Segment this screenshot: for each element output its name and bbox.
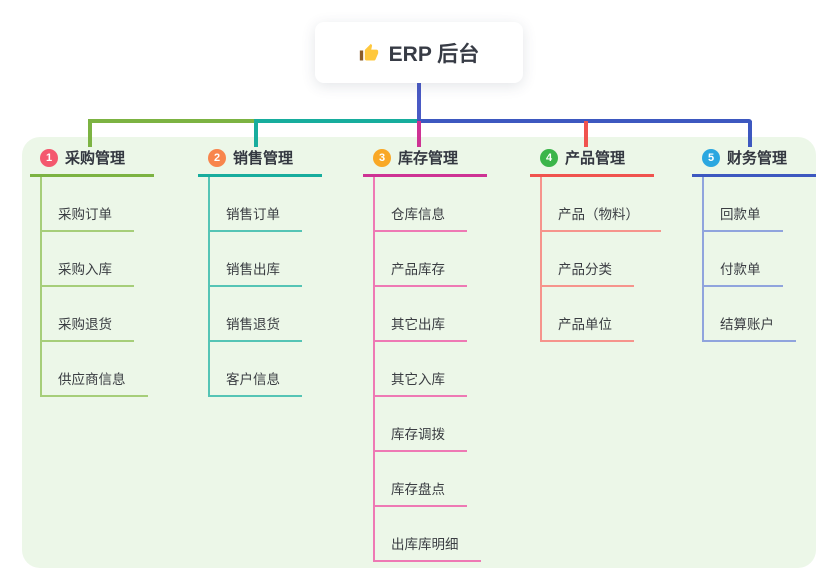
badge-2: 2 — [208, 148, 226, 167]
branch-product-label: 产品管理 — [565, 150, 626, 167]
branch-inventory-label: 库存管理 — [398, 150, 459, 167]
child-supplier-info[interactable]: 供应商信息 — [40, 368, 148, 397]
child-sales-outbound[interactable]: 销售出库 — [208, 258, 302, 287]
child-node: 其它入库 — [373, 342, 487, 397]
child-other-inbound[interactable]: 其它入库 — [373, 368, 467, 397]
child-node: 其它出库 — [373, 287, 487, 342]
child-warehouse-info[interactable]: 仓库信息 — [373, 203, 467, 232]
thumbs-up-icon — [359, 43, 379, 63]
branch-sales: 2 销售管理 销售订单 销售出库 销售退货 客户信息 — [198, 147, 322, 397]
branch-sales-label: 销售管理 — [233, 150, 294, 167]
child-settlement-account[interactable]: 结算账户 — [702, 313, 796, 342]
child-customer-info[interactable]: 客户信息 — [208, 368, 302, 397]
connector-drop-sales — [254, 121, 258, 147]
child-node: 销售出库 — [208, 232, 322, 287]
branch-product-header[interactable]: 4 产品管理 — [530, 147, 654, 177]
child-purchase-order[interactable]: 采购订单 — [40, 203, 134, 232]
branch-sales-vline — [208, 177, 210, 395]
child-node: 产品库存 — [373, 232, 487, 287]
child-product-material[interactable]: 产品（物料） — [540, 203, 661, 232]
branch-finance-vline — [702, 177, 704, 340]
child-sales-order[interactable]: 销售订单 — [208, 203, 302, 232]
branch-finance: 5 财务管理 回款单 付款单 结算账户 — [692, 147, 816, 342]
branch-purchase-header[interactable]: 1 采购管理 — [30, 147, 154, 177]
branch-product: 4 产品管理 产品（物料） 产品分类 产品单位 — [530, 147, 661, 342]
branch-product-vline — [540, 177, 542, 340]
child-node: 付款单 — [702, 232, 816, 287]
child-node: 供应商信息 — [40, 342, 154, 397]
child-outbound-detail[interactable]: 出库库明细 — [373, 533, 481, 562]
branch-purchase: 1 采购管理 采购订单 采购入库 采购退货 供应商信息 — [30, 147, 154, 397]
child-purchase-inbound[interactable]: 采购入库 — [40, 258, 134, 287]
child-receipt-bill[interactable]: 回款单 — [702, 203, 783, 232]
child-stock-count[interactable]: 库存盘点 — [373, 478, 467, 507]
root-label: ERP 后台 — [388, 42, 480, 66]
child-product-stock[interactable]: 产品库存 — [373, 258, 467, 287]
connector-drop-inventory — [417, 121, 421, 147]
root-node[interactable]: ERP 后台 — [315, 22, 523, 83]
branches-panel — [22, 137, 816, 568]
branch-inventory-vline — [373, 177, 375, 560]
badge-4: 4 — [540, 148, 558, 167]
child-purchase-return[interactable]: 采购退货 — [40, 313, 134, 342]
child-node: 采购退货 — [40, 287, 154, 342]
branch-finance-header[interactable]: 5 财务管理 — [692, 147, 816, 177]
child-node: 产品单位 — [540, 287, 654, 342]
branch-inventory-header[interactable]: 3 库存管理 — [363, 147, 487, 177]
child-node: 客户信息 — [208, 342, 322, 397]
branch-purchase-vline — [40, 177, 42, 395]
badge-1: 1 — [40, 148, 58, 167]
connector-drop-product — [584, 121, 588, 147]
badge-3: 3 — [373, 148, 391, 167]
child-payment-bill[interactable]: 付款单 — [702, 258, 783, 287]
connector-root-drop — [417, 83, 421, 120]
child-node: 库存盘点 — [373, 452, 487, 507]
child-node: 结算账户 — [702, 287, 816, 342]
child-other-outbound[interactable]: 其它出库 — [373, 313, 467, 342]
child-product-category[interactable]: 产品分类 — [540, 258, 634, 287]
branch-finance-label: 财务管理 — [727, 150, 788, 167]
child-node: 产品分类 — [540, 232, 654, 287]
connector-horizontal-mid — [254, 119, 419, 123]
connector-horizontal-left — [88, 119, 256, 123]
child-node: 采购入库 — [40, 232, 154, 287]
child-product-unit[interactable]: 产品单位 — [540, 313, 634, 342]
child-stock-transfer[interactable]: 库存调拨 — [373, 423, 467, 452]
child-node: 销售退货 — [208, 287, 322, 342]
child-node: 库存调拨 — [373, 397, 487, 452]
child-node: 仓库信息 — [373, 177, 487, 232]
child-node: 销售订单 — [208, 177, 322, 232]
connector-drop-finance — [748, 121, 752, 147]
child-node: 产品（物料） — [540, 177, 661, 232]
badge-5: 5 — [702, 148, 720, 167]
branch-purchase-label: 采购管理 — [65, 150, 126, 167]
child-node: 出库库明细 — [373, 507, 487, 562]
child-sales-return[interactable]: 销售退货 — [208, 313, 302, 342]
child-node: 回款单 — [702, 177, 816, 232]
branch-sales-header[interactable]: 2 销售管理 — [198, 147, 322, 177]
connector-drop-purchase — [88, 121, 92, 147]
child-node: 采购订单 — [40, 177, 154, 232]
branch-inventory: 3 库存管理 仓库信息 产品库存 其它出库 其它入库 库存调拨 库存盘点 出库库… — [363, 147, 487, 562]
